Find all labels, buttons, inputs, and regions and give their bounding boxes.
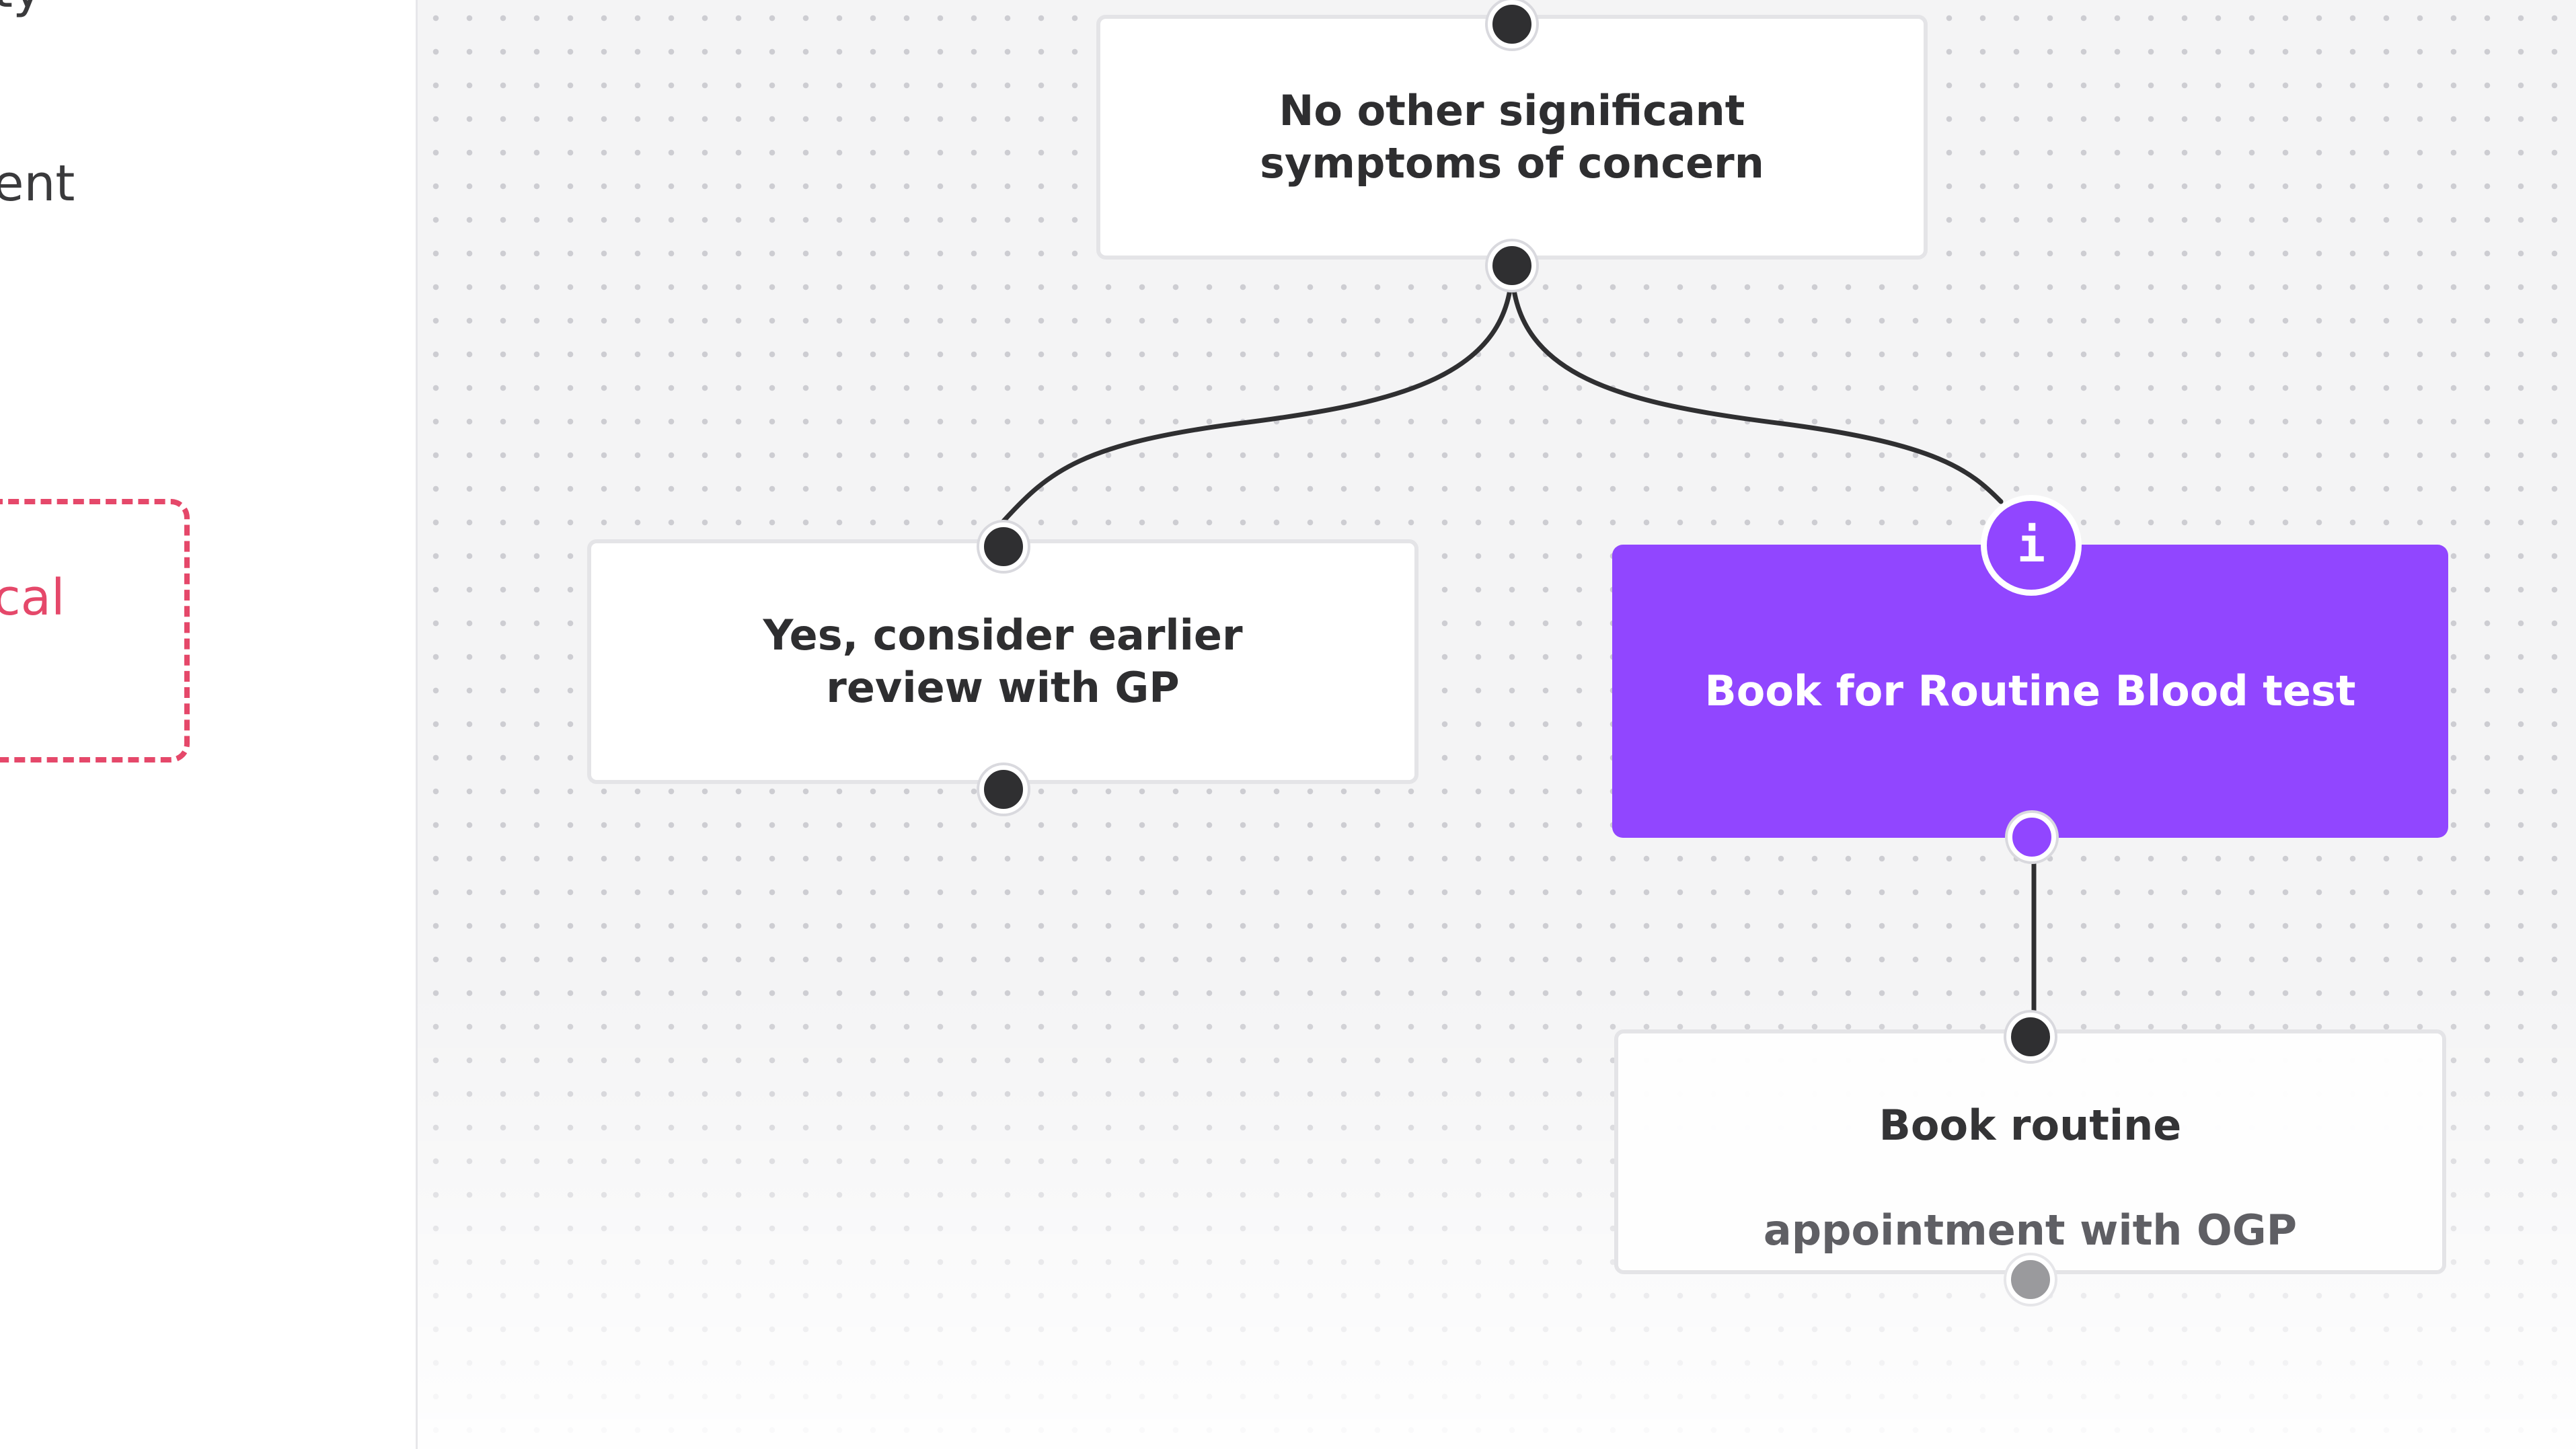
node-label: Book for Routine Blood test [1704, 666, 2356, 715]
selected-sidebar-item-outline[interactable] [0, 499, 190, 762]
output-port[interactable] [2006, 1255, 2055, 1304]
node-label: No other significant symptoms of concern [1260, 86, 1764, 188]
left-sidebar: ty ent cal [0, 0, 418, 1449]
flow-node-gp-review[interactable]: Yes, consider earlier review with GP [587, 539, 1418, 784]
output-port[interactable] [979, 765, 1028, 814]
node-label: Book routine appointment with OGP [1764, 1047, 2297, 1257]
output-port[interactable] [1488, 241, 1536, 290]
flow-node-no-symptoms[interactable]: No other significant symptoms of concern [1096, 15, 1928, 260]
node-label: Yes, consider earlier review with GP [763, 611, 1243, 712]
info-icon[interactable]: i [1981, 495, 2082, 596]
input-port[interactable] [979, 522, 1028, 571]
sidebar-item-label-highlighted[interactable]: cal [0, 569, 65, 627]
flow-node-ogp-appointment[interactable]: Book routine appointment with OGP [1614, 1029, 2446, 1274]
sidebar-item-label[interactable]: ty [0, 0, 42, 19]
output-port[interactable] [2008, 813, 2056, 861]
node-label-line-2: appointment with OGP [1763, 1206, 2298, 1255]
input-port[interactable] [2006, 1013, 2055, 1061]
sidebar-item-label[interactable]: ent [0, 155, 75, 212]
input-port[interactable] [1488, 0, 1536, 48]
node-label-line-1: Book routine [1879, 1101, 2182, 1150]
